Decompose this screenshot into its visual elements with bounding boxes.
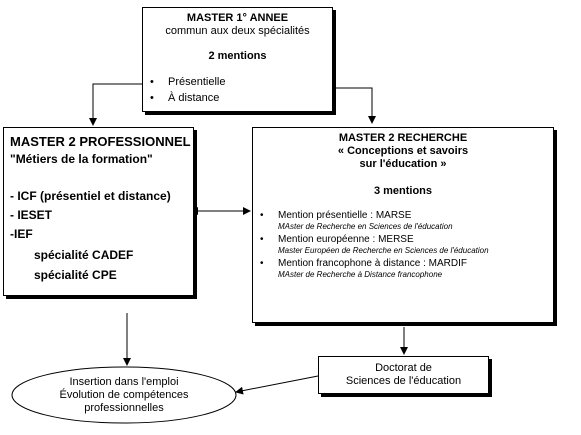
master2-pro-box: MASTER 2 PROFESSIONNEL "Métiers de la fo… <box>3 127 194 296</box>
bullet-icon: • <box>150 92 154 104</box>
insertion-line-1: Insertion dans l'emploi <box>69 376 179 388</box>
master2-recherche-mentions-list: • Mention présentielle : MARSE MAster de… <box>258 210 538 280</box>
arrow-doctorat-to-insertion <box>235 375 319 395</box>
mention-label: Mention européenne : MERSE <box>278 234 414 245</box>
mention-detail: MAster de Recherche à Distance francopho… <box>278 270 443 279</box>
master2-pro-title: MASTER 2 PROFESSIONNEL <box>10 134 191 149</box>
bullet-icon: • <box>150 76 154 88</box>
list-item: • Mention présentielle : MARSE MAster de… <box>258 210 538 232</box>
master2-pro-specialite: spécialité CPE <box>34 268 117 282</box>
bullet-icon: • <box>260 258 264 269</box>
list-item: • Mention francophone à distance : MARDI… <box>258 258 538 280</box>
list-item: • À distance <box>148 92 332 105</box>
insertion-line-3: professionnelles <box>84 402 164 414</box>
bullet-icon: • <box>260 210 264 221</box>
master2-pro-item: -IEF <box>10 227 33 241</box>
master2-recherche-subtitle-2: sur l'éducation » <box>359 158 447 170</box>
mention-detail: Master Européen de Recherche en Sciences… <box>278 246 489 255</box>
insertion-text: Insertion dans l'emploi Évolution de com… <box>20 376 228 415</box>
master2-recherche-mentions-count: 3 mentions <box>373 185 433 197</box>
master2-recherche-box: MASTER 2 RECHERCHE « Conceptions et savo… <box>252 127 554 323</box>
insertion-ellipse <box>11 366 237 424</box>
insertion-line-2: Évolution de compétences <box>59 389 189 401</box>
mention-label: Mention présentielle : MARSE <box>278 210 412 221</box>
master2-recherche-subtitle-1: « Conceptions et savoirs <box>337 145 469 157</box>
bullet-icon: • <box>260 234 264 245</box>
master2-pro-item: - ICF (présentiel et distance) <box>10 189 171 203</box>
mention-label: Mention francophone à distance : MARDIF <box>278 258 467 269</box>
mention-a-distance: À distance <box>168 92 220 104</box>
master2-pro-subtitle: "Métiers de la formation" <box>10 152 153 166</box>
doctorat-line-2: Sciences de l'éducation <box>345 375 462 387</box>
arrow-m1-to-recherche <box>333 87 376 124</box>
master1-box: MASTER 1° ANNEE commun aux deux spéciali… <box>142 7 333 112</box>
master1-title: MASTER 1° ANNEE <box>186 12 289 24</box>
list-item: • Mention européenne : MERSE Master Euro… <box>258 234 538 256</box>
doctorat-line-1: Doctorat de <box>375 362 432 374</box>
mention-presentielle: Présentielle <box>168 76 226 88</box>
master1-subtitle: commun aux deux spécialités <box>165 25 310 37</box>
master1-mentions-list: • Présentielle • À distance <box>148 76 332 105</box>
master2-recherche-title: MASTER 2 RECHERCHE <box>338 132 468 144</box>
master1-mentions-count: 2 mentions <box>208 50 267 62</box>
arrow-m1-to-pro <box>89 83 142 126</box>
doctorat-box: Doctorat de Sciences de l'éducation <box>318 356 489 394</box>
master2-pro-specialite: spécialité CADEF <box>34 248 134 262</box>
list-item: • Présentielle <box>148 76 332 89</box>
master2-pro-item: - IESET <box>10 208 53 222</box>
mention-detail: MAster de Recherche en Sciences de l'édu… <box>278 222 453 231</box>
